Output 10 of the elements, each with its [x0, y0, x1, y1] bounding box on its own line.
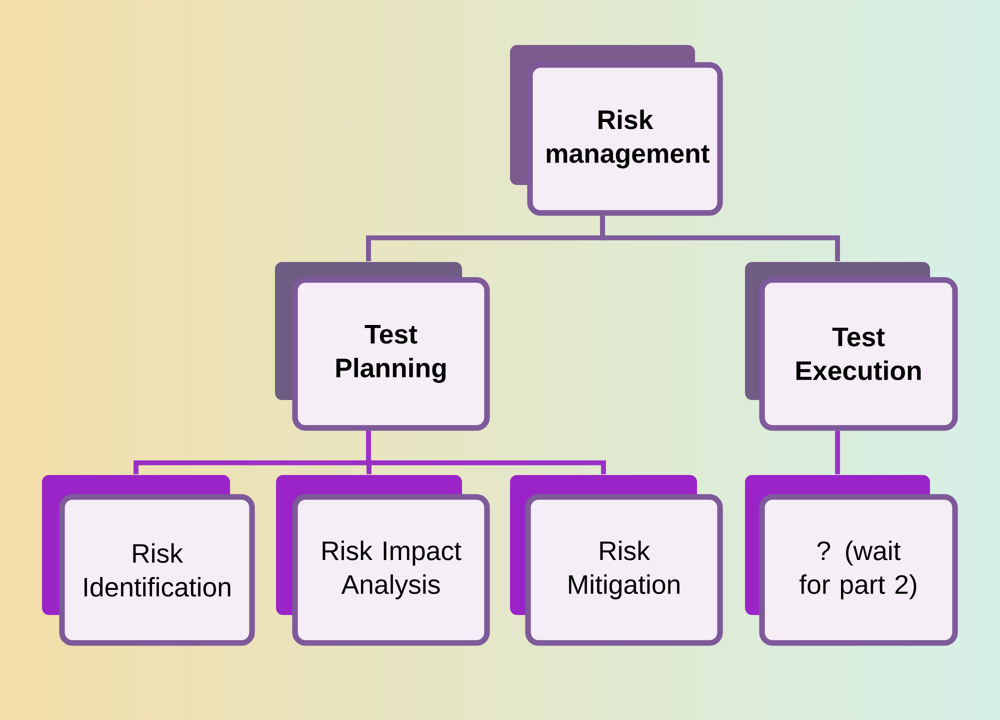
card-box: Risk Identification — [42, 474, 255, 646]
card-box: Test Execution — [745, 262, 958, 431]
card-box: Risk Mitigation — [510, 474, 723, 646]
card-box: Test Planning — [275, 262, 490, 431]
connector-line — [835, 430, 840, 474]
connector-line — [366, 430, 606, 474]
card-box: Risk Impact Analysis — [276, 474, 490, 646]
card-box: ? (wait for part 2) — [745, 474, 958, 646]
connector-line — [600, 216, 840, 262]
card-box: Risk management — [510, 44, 723, 216]
